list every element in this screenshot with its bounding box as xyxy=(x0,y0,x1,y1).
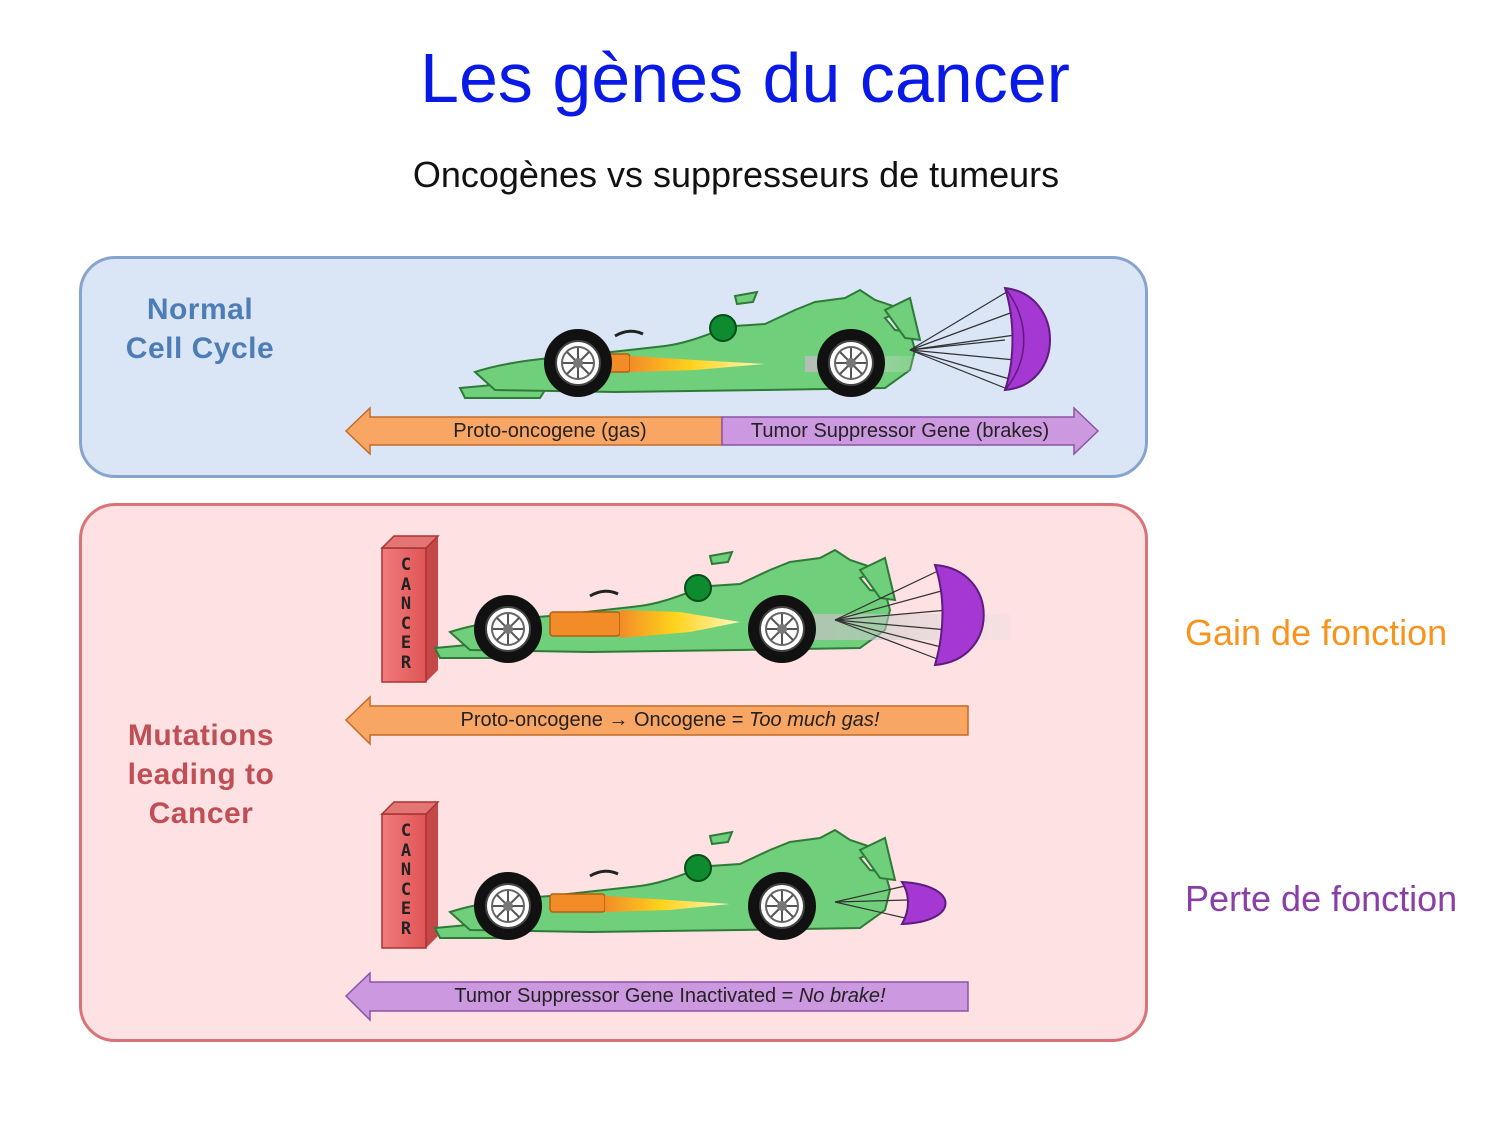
normal-double-arrow xyxy=(344,406,1100,456)
mutations-label-line2: leading to xyxy=(127,758,275,791)
cancer-wall-letter: A xyxy=(400,840,412,861)
suppressor-arrow-emphasis: No brake! xyxy=(798,985,886,1007)
suppressor-arrow-label: Tumor Suppressor Gene Inactivated = No b… xyxy=(380,984,960,1008)
normal-cell-cycle-label: Normal Cell Cycle xyxy=(100,290,300,368)
page-subtitle: Oncogènes vs suppresseurs de tumeurs xyxy=(412,154,1060,195)
oncogene-arrow-prefix: Proto-oncogene → Oncogene = xyxy=(460,709,750,731)
suppressor-race-car xyxy=(433,828,947,941)
cancer-wall-letter: C xyxy=(400,555,412,575)
oncogene-race-car xyxy=(433,548,1010,667)
oncogene-arrow-emphasis: Too much gas! xyxy=(749,709,880,731)
cancer-wall-letter: C xyxy=(400,821,412,841)
cancer-wall-letter: N xyxy=(400,860,412,880)
parachute-icon xyxy=(834,563,985,667)
proto-oncogene-gas-label: Proto-oncogene (gas) xyxy=(453,420,647,442)
cancer-wall-letter: A xyxy=(400,574,412,595)
cancer-wall-letter: R xyxy=(400,918,412,939)
normal-race-car xyxy=(458,286,1051,400)
page-title: Les gènes du cancer xyxy=(420,39,1070,117)
cancer-wall-letter: C xyxy=(400,879,412,900)
mutations-label-line3: Cancer xyxy=(148,797,254,830)
mutations-label-line1: Mutations xyxy=(127,719,275,752)
cancer-wall-letter: C xyxy=(400,613,412,634)
perte-de-fonction-label: Perte de fonction xyxy=(1185,878,1458,919)
cancer-wall-letter: R xyxy=(400,652,412,673)
suppressor-arrow xyxy=(344,971,969,1022)
oncogene-arrow xyxy=(344,695,969,746)
cancer-wall-letter: N xyxy=(400,594,412,614)
normal-label-line2: Cell Cycle xyxy=(125,332,275,365)
suppressor-arrow-prefix: Tumor Suppressor Gene Inactivated = xyxy=(454,985,799,1007)
cancer-wall-letter: E xyxy=(400,899,412,919)
normal-label-line1: Normal xyxy=(146,293,254,326)
gain-de-fonction-label: Gain de fonction xyxy=(1185,612,1448,653)
collapsed-parachute-icon xyxy=(834,880,947,926)
parachute-icon xyxy=(909,286,1051,392)
oncogene-arrow-label: Proto-oncogene → Oncogene = Too much gas… xyxy=(380,708,960,732)
cancer-wall-letter: E xyxy=(400,633,412,653)
mutations-label: Mutations leading to Cancer xyxy=(100,716,302,833)
tumor-suppressor-brakes-label: Tumor Suppressor Gene (brakes) xyxy=(750,420,1050,442)
